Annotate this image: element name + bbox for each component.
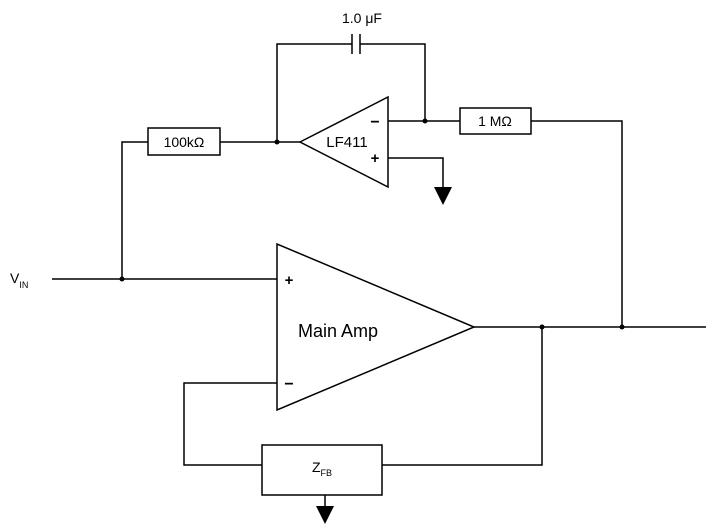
vin-label: VIN bbox=[10, 270, 28, 290]
vin-label-sub: IN bbox=[19, 280, 28, 290]
junction-lf411-input bbox=[274, 139, 280, 145]
zfb-label-sub: FB bbox=[321, 468, 333, 478]
main-amp-minus-mark: − bbox=[284, 376, 293, 393]
main-amp-triangle bbox=[276, 242, 476, 412]
wire-lf411-plus-ground bbox=[388, 157, 444, 187]
capacitor: 1.0 μF bbox=[342, 10, 382, 54]
wire-cap-right bbox=[360, 43, 426, 121]
lf411-triangle bbox=[298, 95, 389, 189]
wire-feedback-left bbox=[183, 382, 277, 466]
lf411-label: LF411 bbox=[326, 134, 367, 151]
zfb-label-main: Z bbox=[312, 459, 321, 475]
ground-symbol-zfb bbox=[316, 506, 334, 524]
resistor-1m-body bbox=[459, 107, 532, 135]
junction-output bbox=[619, 324, 625, 330]
resistor-100k-body bbox=[147, 127, 221, 156]
wire-cap-left bbox=[276, 43, 352, 142]
capacitor-label: 1.0 μF bbox=[342, 10, 382, 26]
junction-feedback bbox=[539, 324, 545, 330]
resistor-1m: 1 MΩ bbox=[459, 107, 532, 135]
main-amp: Main Amp + − bbox=[276, 242, 476, 412]
vin-label-main: V bbox=[10, 270, 20, 286]
wire-feedback-right bbox=[382, 327, 543, 466]
ground-symbol-lf411 bbox=[434, 187, 452, 205]
junction-lf411-output bbox=[422, 118, 428, 124]
junction-vin bbox=[119, 276, 125, 282]
zfb-label: ZFB bbox=[312, 459, 332, 478]
wire-vin-branch bbox=[121, 141, 148, 279]
main-amp-plus-mark: + bbox=[285, 272, 294, 289]
lf411-opamp: LF411 − + bbox=[298, 95, 389, 189]
resistor-100k-label: 100kΩ bbox=[164, 134, 205, 150]
zfb-block: ZFB bbox=[261, 444, 383, 496]
zfb-body bbox=[261, 444, 383, 496]
resistor-1m-label: 1 MΩ bbox=[478, 113, 512, 129]
lf411-minus-mark: − bbox=[370, 114, 379, 131]
wire-r1m-to-output bbox=[531, 120, 623, 327]
main-amp-label: Main Amp bbox=[298, 321, 378, 341]
lf411-plus-mark: + bbox=[371, 150, 380, 167]
resistor-100k: 100kΩ bbox=[147, 127, 221, 156]
